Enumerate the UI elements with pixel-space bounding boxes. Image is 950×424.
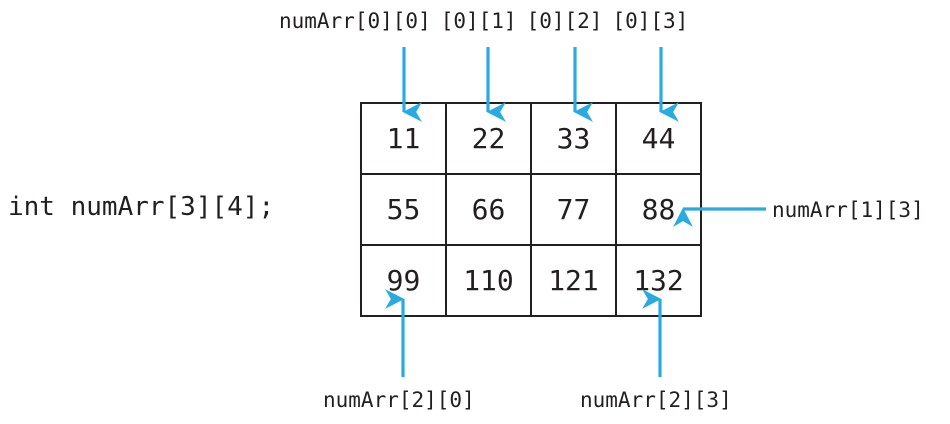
table-row: 55 66 77 88 bbox=[360, 173, 702, 246]
cell-1-0: 55 bbox=[360, 173, 447, 246]
top-index-labels: numArr[0][0] [0][1] [0][2] [0][3] bbox=[279, 9, 688, 33]
top-label-0-3: [0][3] bbox=[612, 9, 689, 33]
cell-2-1: 110 bbox=[445, 244, 532, 317]
array-grid: 11 22 33 44 55 66 77 88 99 110 121 132 bbox=[360, 102, 702, 317]
cell-0-1: 22 bbox=[445, 102, 532, 175]
callout-label-bottom-left: numArr[2][0] bbox=[323, 388, 475, 412]
cell-2-0: 99 bbox=[360, 244, 447, 317]
table-row: 99 110 121 132 bbox=[360, 244, 702, 317]
cell-1-1: 66 bbox=[445, 173, 532, 246]
cell-2-2: 121 bbox=[530, 244, 617, 317]
cell-0-3: 44 bbox=[615, 102, 702, 175]
cell-1-3: 88 bbox=[615, 173, 702, 246]
table-row: 11 22 33 44 bbox=[360, 102, 702, 175]
cell-1-2: 77 bbox=[530, 173, 617, 246]
array-declaration-text: int numArr[3][4]; bbox=[8, 192, 275, 222]
cell-2-3: 132 bbox=[615, 244, 702, 317]
callout-label-right: numArr[1][3] bbox=[772, 198, 924, 222]
cell-0-2: 33 bbox=[530, 102, 617, 175]
top-label-0-0: numArr[0][0] bbox=[279, 9, 431, 33]
cell-0-0: 11 bbox=[360, 102, 447, 175]
callout-label-bottom-right: numArr[2][3] bbox=[580, 388, 732, 412]
top-label-0-1: [0][1] bbox=[440, 9, 517, 33]
top-label-0-2: [0][2] bbox=[526, 9, 603, 33]
